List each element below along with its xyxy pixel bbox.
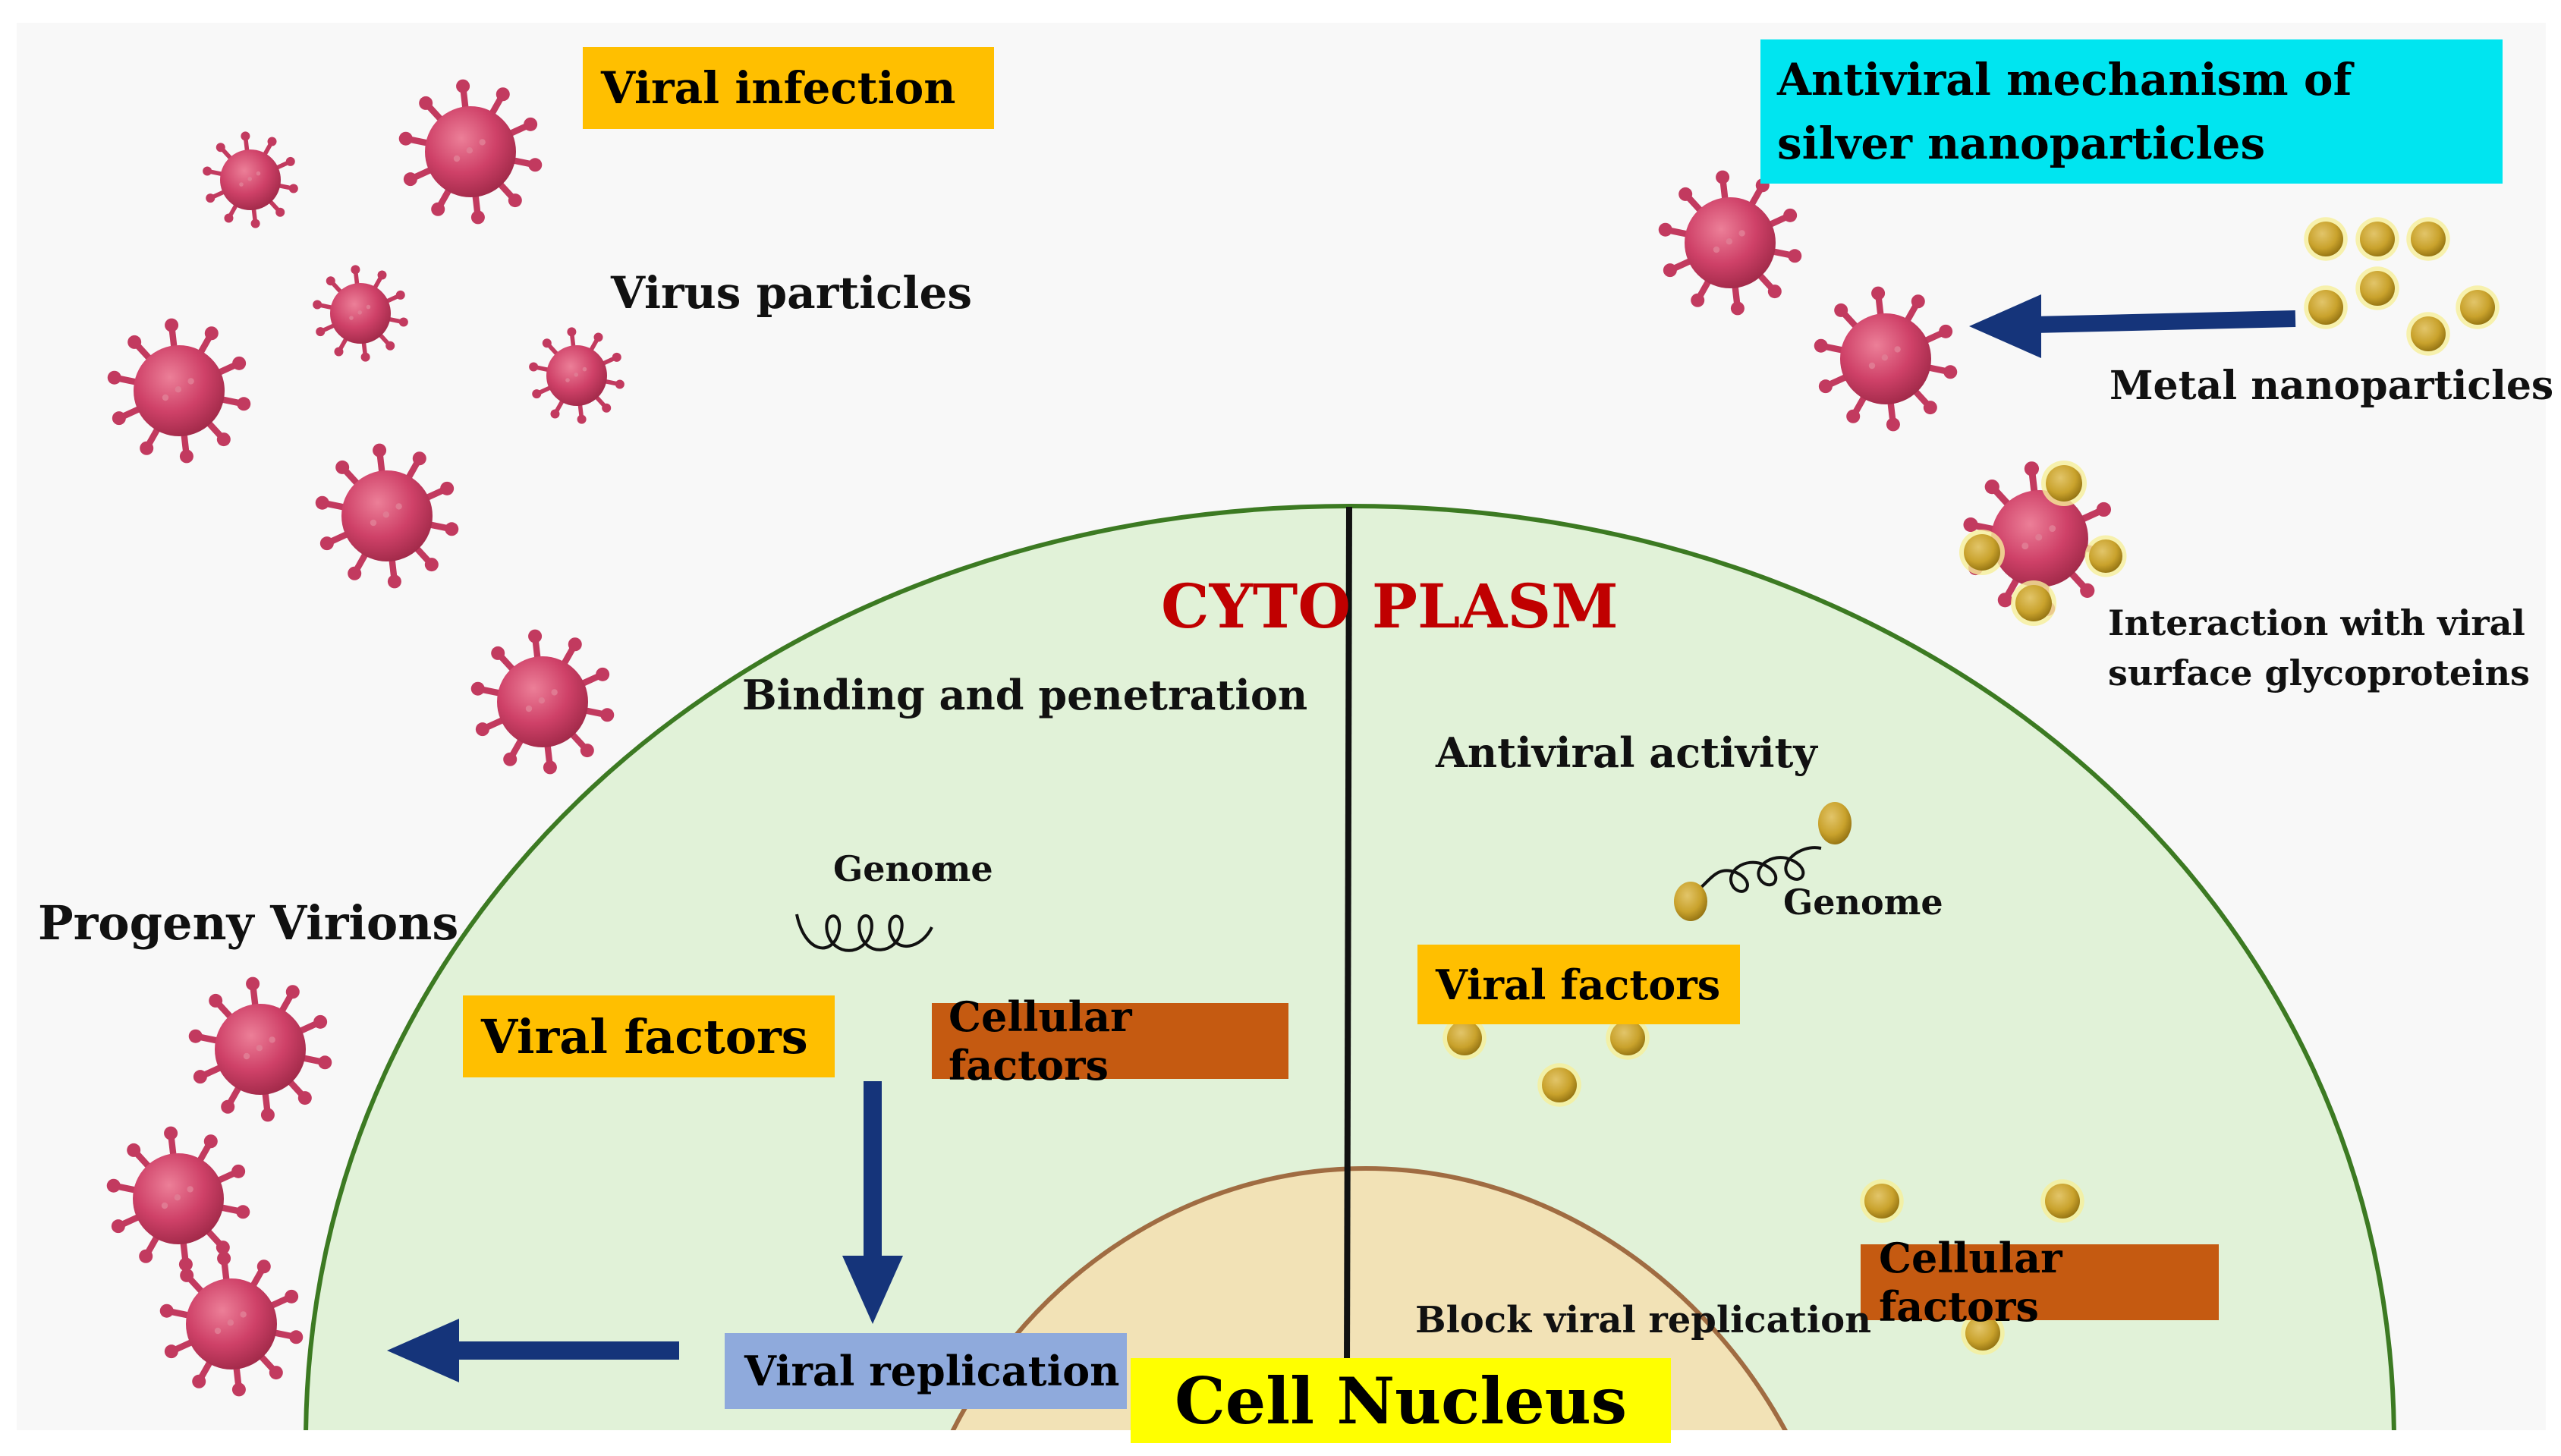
arrow-replication-to-progeny <box>387 1319 679 1382</box>
antiviral-activity-label: Antiviral activity <box>1436 728 1817 777</box>
nanoparticle-icon <box>2046 465 2082 502</box>
virus-particle-icon <box>1658 170 1802 316</box>
arrow-np-to-virus <box>1969 294 2296 358</box>
virus-particle-icon <box>188 976 332 1122</box>
binding-penetration-label: Binding and penetration <box>742 671 1308 719</box>
virus-particle-icon <box>315 443 459 589</box>
viral-infection-label: Viral infection <box>583 47 994 129</box>
progeny-virions-label: Progeny Virions <box>38 895 459 951</box>
interaction-glycoproteins-label: Interaction with viral surface glycoprot… <box>2108 598 2530 698</box>
nanoparticle-icon <box>1542 1068 1577 1102</box>
nanoparticle-icon <box>2411 316 2446 351</box>
virus-particle-icon <box>107 318 251 464</box>
virus-particle-icon <box>313 265 408 362</box>
virus-particle-icon <box>203 131 298 228</box>
virus-particle-icon <box>470 629 615 775</box>
nanoparticle-icon <box>1610 1020 1645 1055</box>
genome-coil-right <box>1691 846 1822 897</box>
cellular-factors-box-left: Cellular factors <box>932 992 1288 1090</box>
viral-factors-box-left: Viral factors <box>463 995 835 1077</box>
interaction-glycoproteins-line1: Interaction with viral <box>2108 602 2525 643</box>
nanoparticle-icon <box>1864 1184 1899 1219</box>
nanoparticle-icon <box>2089 539 2122 573</box>
genome-coil-left <box>795 914 933 952</box>
virus-particles-label: Virus particles <box>611 267 973 319</box>
virus-particles <box>106 79 2116 1397</box>
nanoparticle-on-genome <box>1818 802 1852 844</box>
nanoparticles <box>1443 217 2500 1355</box>
viral-factors-box-right: Viral factors <box>1417 945 1740 1024</box>
antiviral-mechanism-title: Antiviral mechanism of silver nanopartic… <box>1760 39 2503 184</box>
nanoparticle-icon <box>2308 290 2343 325</box>
nanoparticle-icon <box>2360 271 2395 306</box>
block-viral-replication-label: Block viral replication <box>1415 1299 1871 1341</box>
cellular-factors-box-right: Cellular factors <box>1861 1234 2219 1331</box>
metal-nanoparticles-label: Metal nanoparticles <box>2110 363 2554 409</box>
nanoparticle-icon <box>2411 222 2446 256</box>
genome-label-left: Genome <box>833 848 993 889</box>
nanoparticle-icon <box>2460 290 2495 325</box>
virus-particle-icon <box>1814 286 1958 432</box>
virus-particle-icon <box>529 327 625 424</box>
virus-particle-icon <box>106 1126 250 1272</box>
interaction-glycoproteins-line2: surface glycoproteins <box>2108 653 2530 693</box>
arrow-factors-to-replication <box>842 1081 903 1324</box>
nanoparticle-icon <box>1447 1020 1482 1055</box>
nanoparticle-icon <box>2045 1184 2080 1219</box>
nanoparticle-icon <box>1964 534 2000 571</box>
virus-particle-icon <box>159 1251 304 1397</box>
cytoplasm-divider-line <box>1344 506 1352 1366</box>
cell-nucleus-label: Cell Nucleus <box>1131 1358 1671 1443</box>
nanoparticle-on-genome <box>1674 882 1707 921</box>
nanoparticle-icon <box>2360 222 2395 256</box>
nanoparticle-icon <box>2308 222 2343 256</box>
cytoplasm-label: CYTO PLASM <box>1161 571 1619 642</box>
viral-replication-box: Viral replication <box>725 1333 1127 1409</box>
virus-particle-icon <box>398 79 543 225</box>
nanoparticle-icon <box>1965 1316 2000 1351</box>
genome-label-right: Genome <box>1783 882 1943 923</box>
nanoparticle-icon <box>2015 585 2052 621</box>
